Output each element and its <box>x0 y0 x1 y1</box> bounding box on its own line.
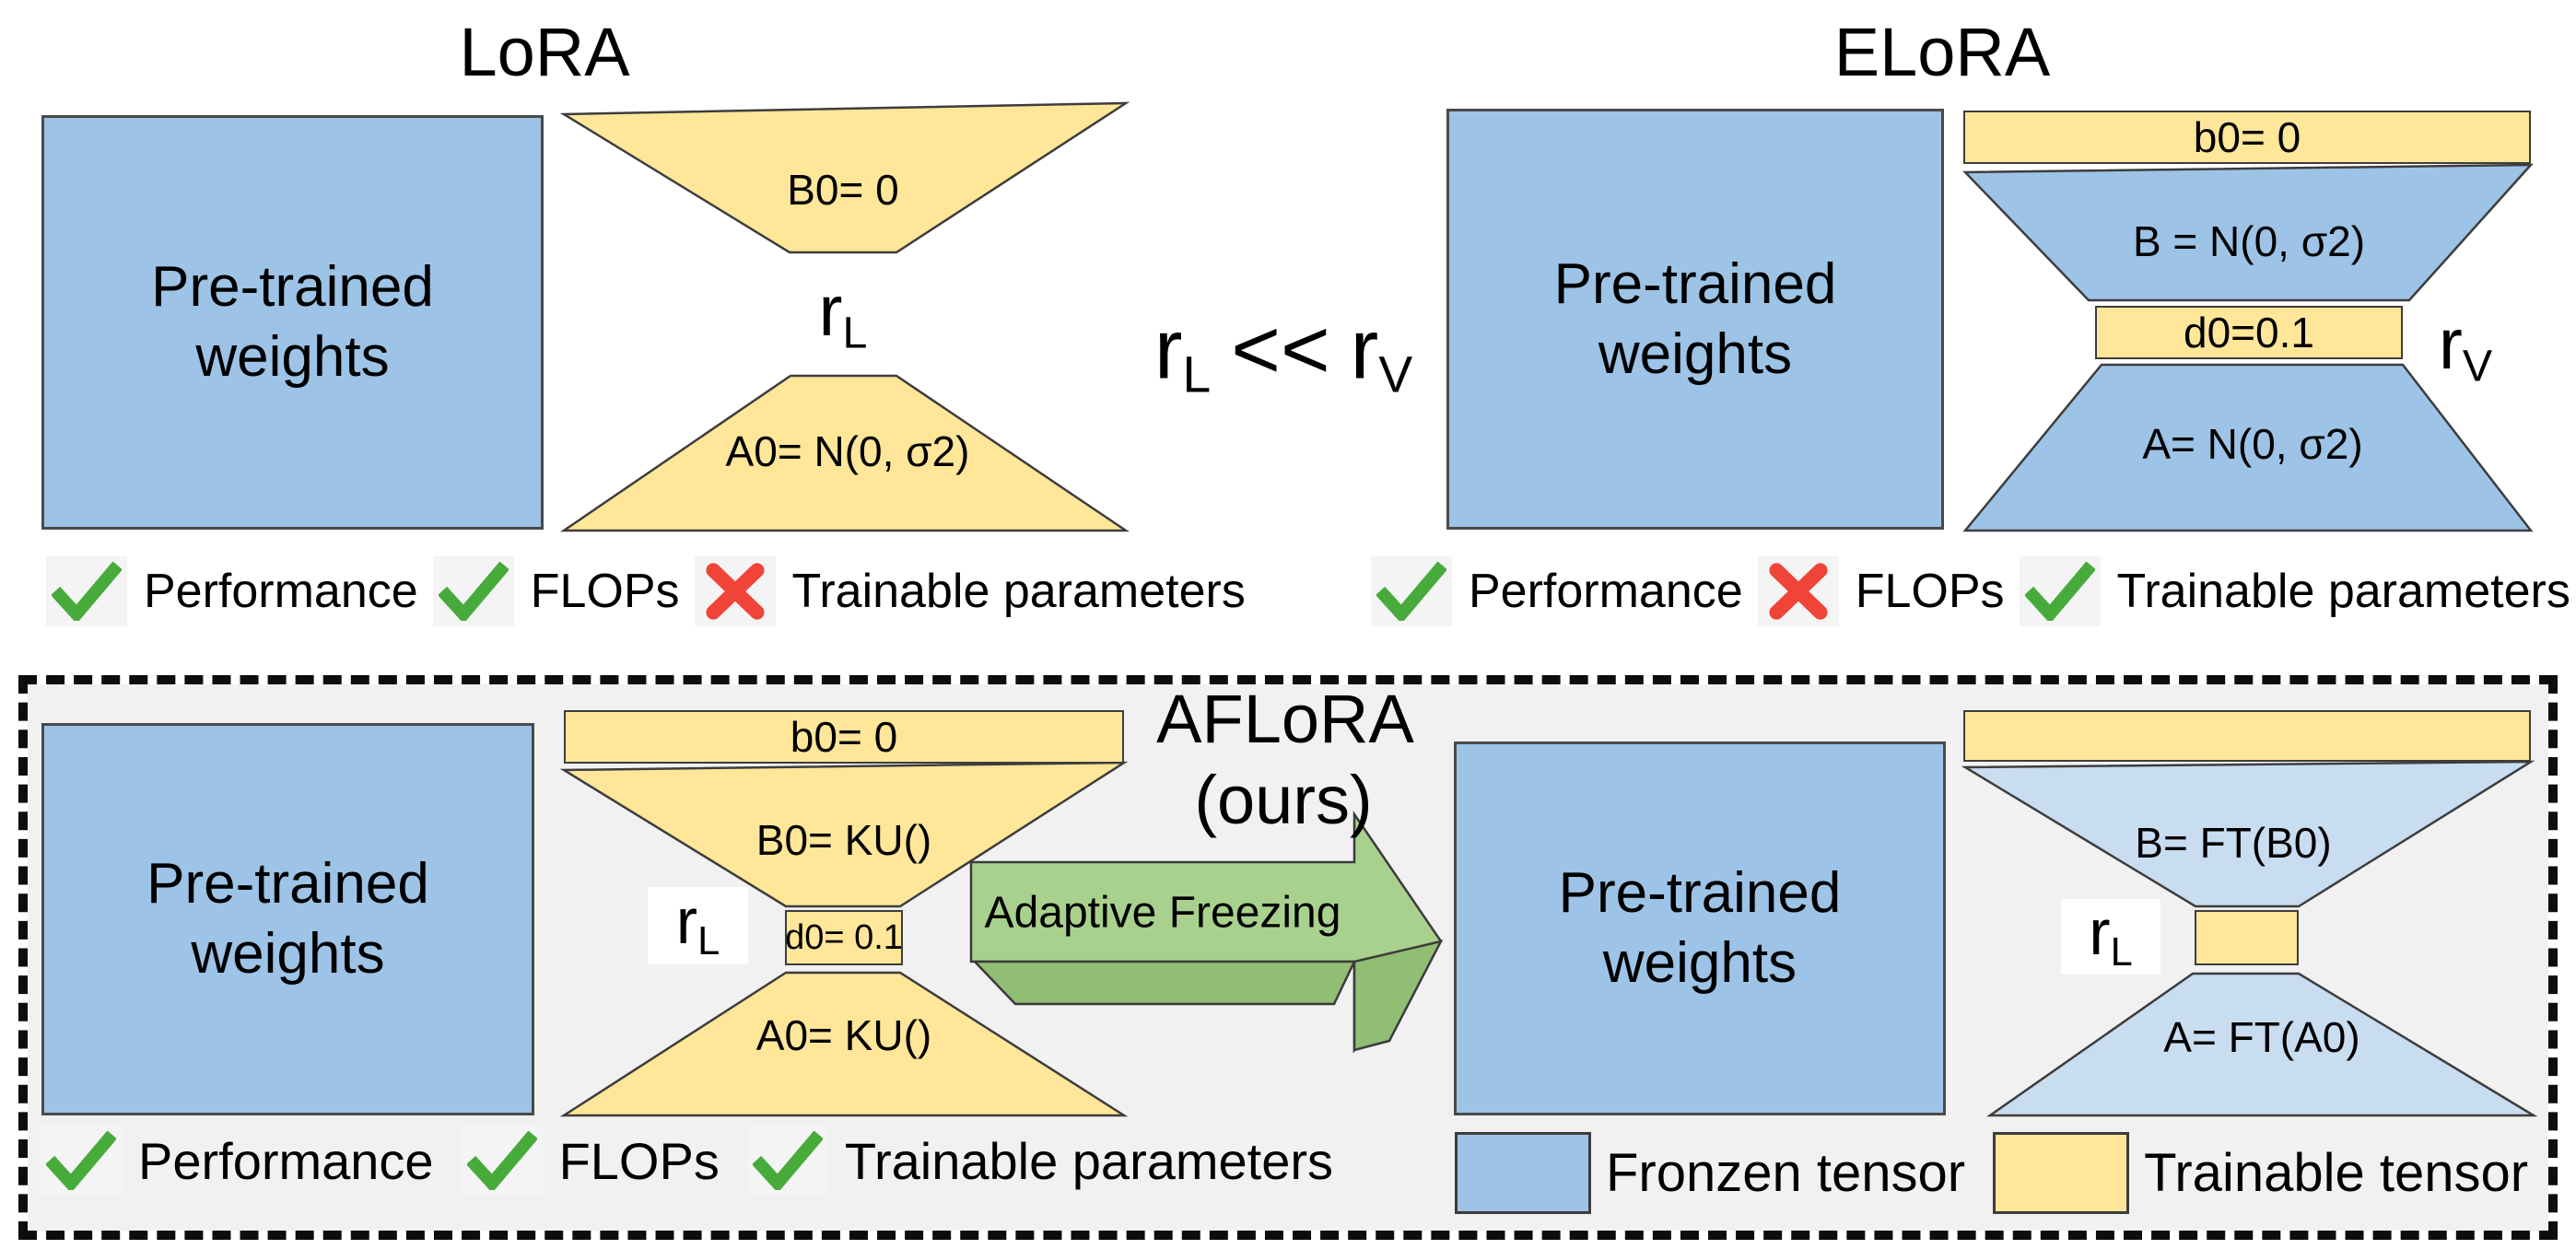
aflora-right-pretrained-label: Pre-trained weights <box>1558 861 1842 995</box>
aflora-left-pretrained-rect: Pre-trained weights <box>41 723 534 1115</box>
lora-pretrained-label: Pre-trained weights <box>151 255 434 389</box>
rank-inequality: rL<<rV <box>1153 302 1413 403</box>
aflora-title-line1: AFLoRA <box>1156 681 1414 757</box>
aflora-right-b-label: B= FT(B0) <box>2135 819 2332 867</box>
check-icon <box>2019 556 2101 626</box>
check-label: Performance <box>144 565 418 618</box>
elora-check-row: Performance FLOPs Trainable parameters <box>1371 556 2570 626</box>
trainable-tensor-swatch <box>1993 1132 2130 1214</box>
aflora-right-a-label: A= FT(A0) <box>2163 1013 2360 1061</box>
cross-icon <box>1757 556 1839 626</box>
check-item: FLOPs <box>432 556 680 626</box>
elora-d0-bar: d0=0.1 <box>2095 306 2403 359</box>
frozen-tensor-label: Fronzen tensor <box>1606 1143 1966 1203</box>
elora-pretrained-label: Pre-trained weights <box>1553 251 1837 386</box>
aflora-left-pretrained-label: Pre-trained weights <box>146 852 429 986</box>
check-label: FLOPs <box>558 1131 720 1190</box>
check-item: Trainable parameters <box>746 1126 1334 1196</box>
check-label: Performance <box>1469 565 1743 618</box>
lora-b0-label: B0= 0 <box>787 166 899 214</box>
check-item: Performance <box>41 1126 434 1196</box>
adaptive-freezing-label: Adaptive Freezing <box>984 888 1341 938</box>
aflora-right-rank-box: rL <box>2061 899 2160 975</box>
lora-pretrained-rect: Pre-trained weights <box>41 115 544 530</box>
lora-b0-trapezoid <box>559 101 1130 254</box>
aflora-right-top-bar <box>1963 710 2531 762</box>
aflora-check-row: Performance FLOPs Trainable parameters <box>41 1126 1333 1196</box>
check-label: Trainable parameters <box>2116 565 2570 618</box>
elora-b-trapezoid <box>1962 163 2534 302</box>
elora-b0-bar: b0= 0 <box>1963 111 2531 164</box>
elora-a-label: A= N(0, σ2) <box>2142 420 2363 468</box>
check-item: Trainable parameters <box>694 556 1246 626</box>
check-label: Trainable parameters <box>791 565 1246 618</box>
aflora-left-a0-trapezoid <box>559 971 1129 1117</box>
cross-icon <box>694 556 776 626</box>
check-label: Performance <box>138 1131 434 1190</box>
aflora-left-rank-box: rL <box>648 887 748 964</box>
lora-check-row: Performance FLOPs Trainable parameters <box>46 556 1246 626</box>
check-icon <box>46 556 127 626</box>
lora-rank-label: rL <box>818 270 868 358</box>
aflora-left-a0-label: A0= KU() <box>755 1011 932 1059</box>
aflora-left-b0-trapezoid <box>559 761 1129 908</box>
elora-pretrained-rect: Pre-trained weights <box>1446 109 1944 530</box>
aflora-right-b-trapezoid <box>1961 760 2535 908</box>
legend: Fronzen tensor Trainable tensor <box>1455 1132 2528 1214</box>
arrow-shade-band <box>972 960 1356 1006</box>
aflora-left-b0-label: B0= KU() <box>755 816 932 864</box>
arrow-shade-head <box>1352 940 1444 1052</box>
lora-a0-trapezoid <box>559 374 1130 532</box>
check-item: FLOPs <box>1757 556 2005 626</box>
check-icon <box>432 556 514 626</box>
check-label: Trainable parameters <box>844 1131 1334 1190</box>
check-label: FLOPs <box>530 565 680 618</box>
elora-title: ELoRA <box>1833 14 2051 90</box>
check-item: FLOPs <box>461 1126 720 1196</box>
lora-a0-label: A0= N(0, σ2) <box>725 427 970 475</box>
aflora-right-small-box <box>2195 910 2299 965</box>
lora-title: LoRA <box>459 14 630 90</box>
aflora-right-pretrained-rect: Pre-trained weights <box>1454 741 1946 1115</box>
check-item: Performance <box>1371 556 1743 626</box>
trainable-tensor-label: Trainable tensor <box>2144 1143 2529 1203</box>
aflora-left-rank-label: rL <box>675 885 720 964</box>
aflora-title-line2: (ours) <box>1194 762 1373 838</box>
elora-a-trapezoid <box>1962 363 2534 532</box>
aflora-right-a-trapezoid <box>1986 972 2538 1117</box>
check-item: Performance <box>46 556 418 626</box>
aflora-left-b0-bar: b0= 0 <box>564 710 1124 764</box>
aflora-right-rank-label: rL <box>2089 896 2133 975</box>
aflora-left-d0-box: d0= 0.1 <box>785 910 903 965</box>
check-item: Trainable parameters <box>2019 556 2570 626</box>
check-icon <box>461 1126 543 1196</box>
elora-b-label: B = N(0, σ2) <box>2132 217 2366 265</box>
check-label: FLOPs <box>1855 565 2005 618</box>
elora-rank-label: rV <box>2438 303 2493 391</box>
check-icon <box>1371 556 1452 626</box>
frozen-tensor-swatch <box>1455 1132 1591 1214</box>
check-icon <box>41 1126 122 1196</box>
check-icon <box>746 1126 828 1196</box>
